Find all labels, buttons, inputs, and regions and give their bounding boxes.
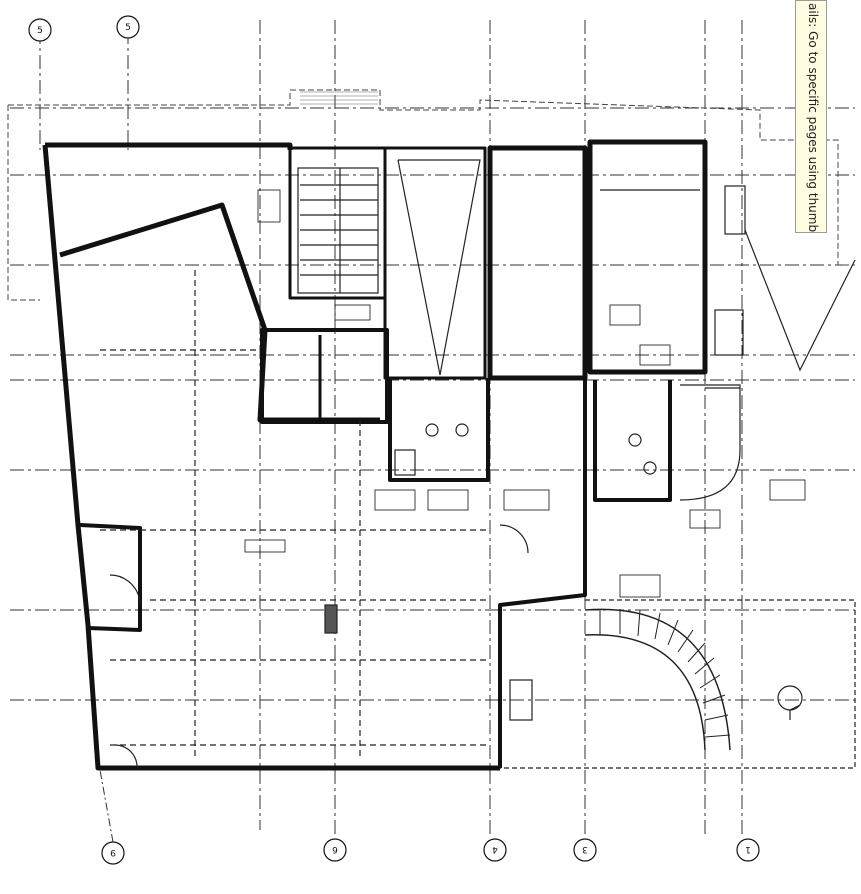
annotation-tags <box>244 189 806 598</box>
tooltip: ails: Go to specific pages using thumbna… <box>795 0 827 233</box>
grid-label-top-2: 5 <box>125 23 131 33</box>
walls <box>42 139 708 771</box>
grid-bubbles-top <box>28 15 140 42</box>
grid-label-bottom-1: 9 <box>110 847 116 857</box>
hatched-area <box>300 91 378 105</box>
tooltip-text: ails: Go to specific pages using thumbna… <box>806 3 820 233</box>
grid-label-bottom-5: 1 <box>745 844 751 854</box>
secondary-lines <box>100 159 856 769</box>
grid-label-top-1: 5 <box>37 26 43 36</box>
grid-label-bottom-3: 4 <box>492 844 498 854</box>
grid-label-bottom-4: 3 <box>582 844 588 854</box>
grid-label-bottom-2: 6 <box>332 844 338 854</box>
site-boundary <box>7 89 855 301</box>
grid-bubbles-bottom <box>101 838 760 865</box>
grid-lines <box>10 20 855 835</box>
